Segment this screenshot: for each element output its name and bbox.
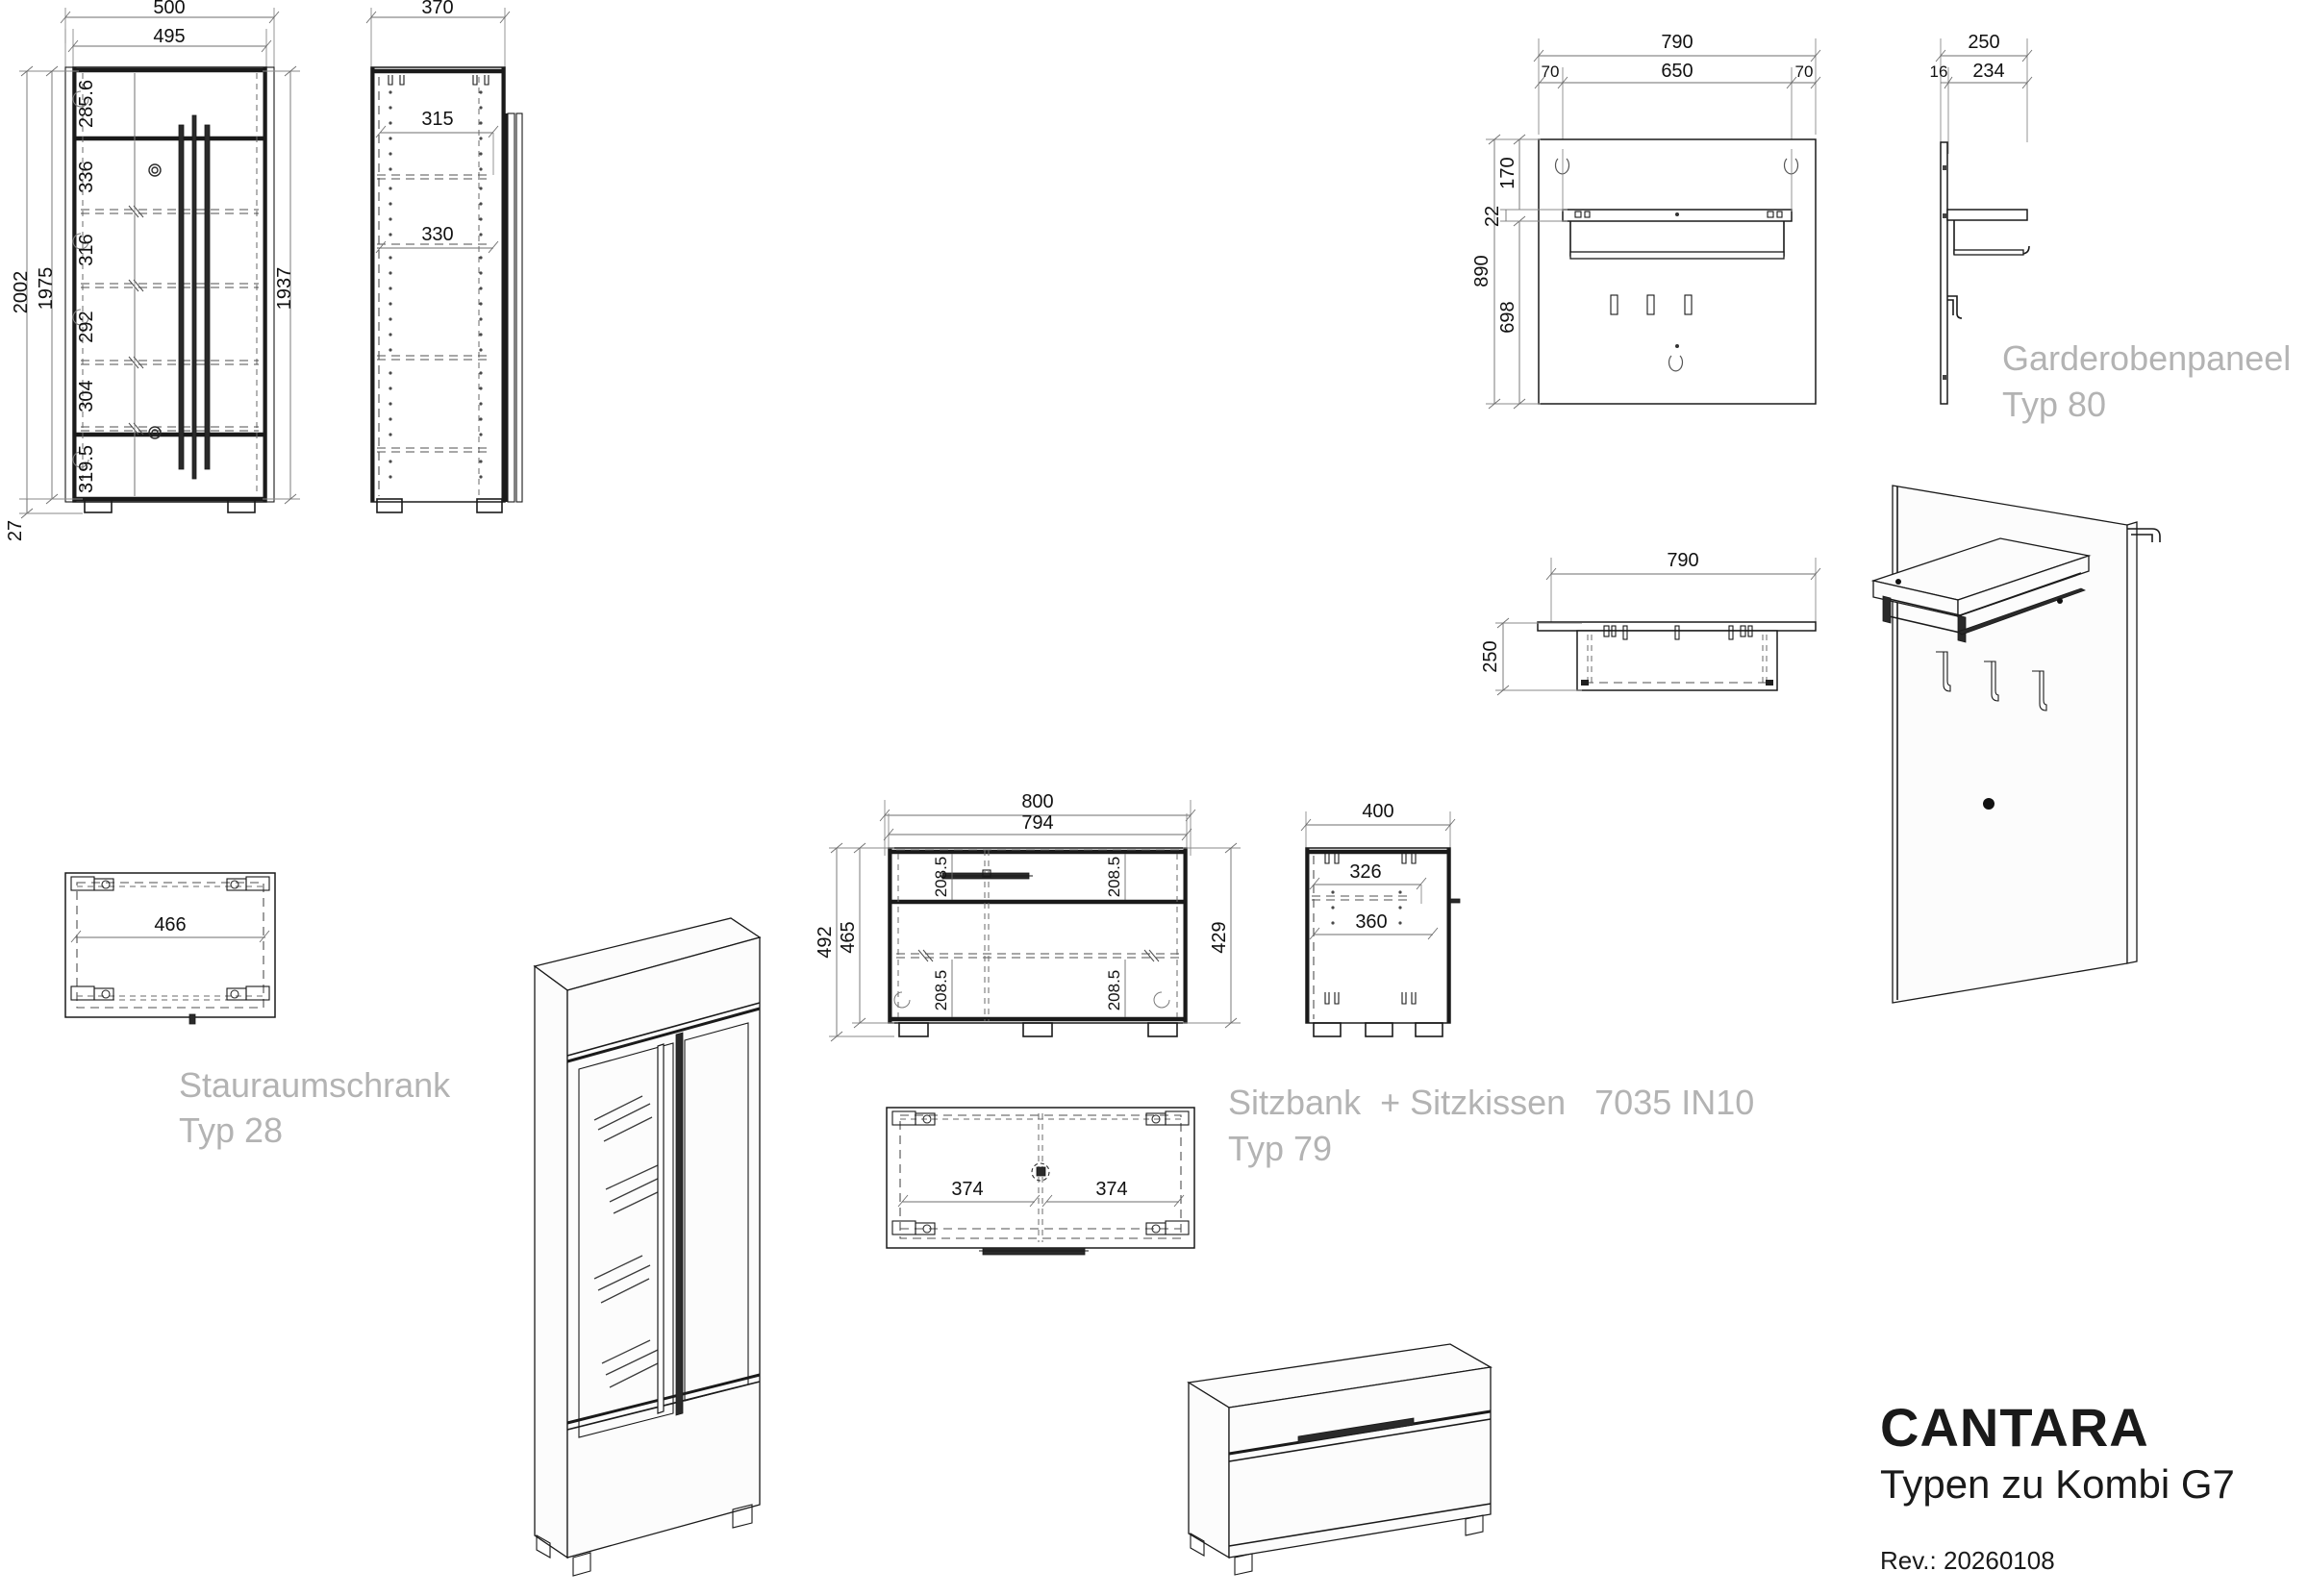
dimension-b-800: 800 <box>1021 791 1053 812</box>
dimension-g-790: 790 <box>1661 32 1693 53</box>
dimension-bs-326: 326 <box>1349 861 1381 883</box>
dimension-g-70a: 70 <box>1542 62 1560 81</box>
dimension-bs-400: 400 <box>1362 801 1393 822</box>
view-panel-plan <box>1495 558 1821 696</box>
dimension-c-3195: 319.5 <box>76 445 97 493</box>
dimension-gt-250: 250 <box>1480 640 1501 672</box>
label-wardrobe-panel-name: Garderobenpaneel <box>2002 338 2292 378</box>
dimension-g-650: 650 <box>1661 61 1693 82</box>
dimension-c-336: 336 <box>76 161 97 192</box>
dimension-g-698: 698 <box>1497 301 1518 333</box>
dimension-bp-374r: 374 <box>1095 1179 1127 1200</box>
view-cabinet-front <box>19 8 300 519</box>
dimension-g-890: 890 <box>1471 255 1493 287</box>
dimension-b-2085-rt: 208.5 <box>1105 857 1123 898</box>
dimension-c-2856: 285.6 <box>76 80 97 128</box>
dimension-texts: 500 495 2002 1975 1937 27 285.6 336 316 … <box>5 0 2005 1200</box>
dimension-c-495: 495 <box>153 26 185 47</box>
dimension-b-2085-rb: 208.5 <box>1105 970 1123 1011</box>
dimension-b-492: 492 <box>815 926 836 958</box>
dimension-g-70b: 70 <box>1795 62 1814 81</box>
dimension-c-27: 27 <box>5 520 26 541</box>
drawing-subtitle: Typen zu Kombi G7 <box>1880 1461 2235 1507</box>
dimension-b-429: 429 <box>1209 921 1230 953</box>
dimension-b-2085-lb: 208.5 <box>932 970 950 1011</box>
view-cabinet-isometric <box>533 917 762 1577</box>
drawing-revision: Rev.: 20260108 <box>1880 1546 2055 1575</box>
view-panel-front <box>1486 38 1821 410</box>
dimension-c-2002: 2002 <box>11 271 32 314</box>
dimension-c-304: 304 <box>76 380 97 411</box>
label-bench-type: Typ 79 <box>1228 1129 1333 1168</box>
view-panel-isometric <box>1870 485 2161 1004</box>
label-bench-name: Sitzbank + Sitzkissen 7035 IN10 <box>1228 1083 1755 1122</box>
dimension-c-316: 316 <box>76 234 97 265</box>
view-bench-plan <box>886 1107 1195 1256</box>
dimension-p-466: 466 <box>154 914 186 935</box>
dimension-s-370: 370 <box>421 0 453 18</box>
dimension-g-16: 16 <box>1930 62 1948 81</box>
dimension-g-170: 170 <box>1497 157 1518 188</box>
dimension-g-234: 234 <box>1972 61 2004 82</box>
label-storage-cabinet-name: Stauraumschrank <box>179 1065 451 1105</box>
dimension-c-1937: 1937 <box>274 267 295 311</box>
dimension-b-794: 794 <box>1021 812 1053 834</box>
drawing-title: CANTARA <box>1880 1397 2149 1458</box>
view-cabinet-plan <box>64 872 276 1025</box>
view-cabinet-side <box>365 8 523 513</box>
dimension-gt-790: 790 <box>1667 550 1698 571</box>
view-bench-isometric <box>1187 1343 1493 1576</box>
dimension-b-2085-lt: 208.5 <box>932 857 950 898</box>
view-bench-side <box>1300 811 1461 1037</box>
view-bench-front <box>829 800 1241 1042</box>
dimension-c-1975: 1975 <box>36 267 57 311</box>
label-storage-cabinet-type: Typ 28 <box>179 1110 284 1150</box>
dimension-b-465: 465 <box>838 921 859 953</box>
dimension-bp-374l: 374 <box>951 1179 983 1200</box>
view-panel-side <box>1935 38 2033 405</box>
dimension-s-315: 315 <box>421 109 453 130</box>
dimension-bs-360: 360 <box>1355 911 1387 933</box>
dimension-c-292: 292 <box>76 311 97 342</box>
dimension-s-330: 330 <box>421 224 453 245</box>
dimension-g-250: 250 <box>1968 32 1999 53</box>
label-wardrobe-panel-type: Typ 80 <box>2002 385 2107 424</box>
dimension-c-500: 500 <box>153 0 185 18</box>
dimension-g-22: 22 <box>1482 206 1503 227</box>
